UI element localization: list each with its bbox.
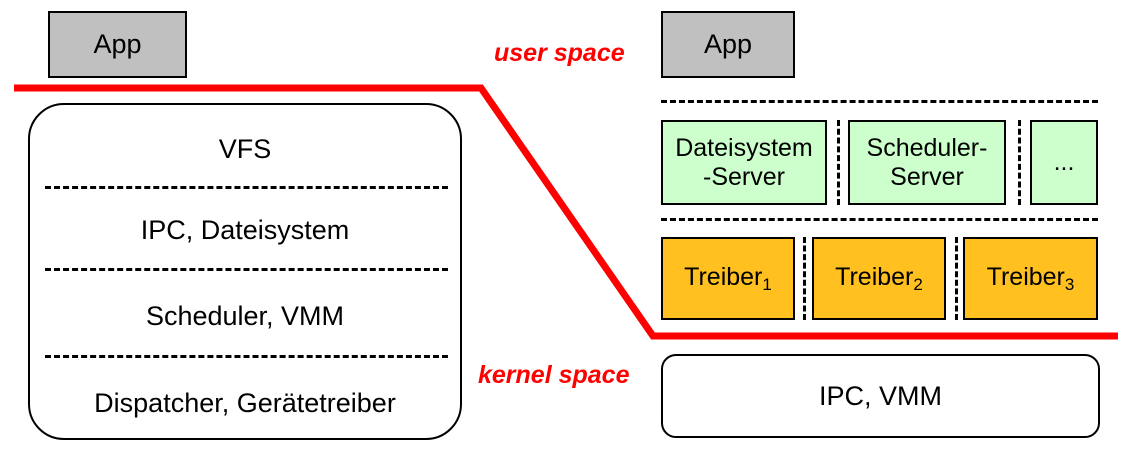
driver-box-1-label: Treiber: [684, 262, 763, 291]
monolithic-layer-ipc-fs: IPC, Dateisystem: [28, 212, 462, 248]
monolithic-app-label: App: [93, 29, 142, 60]
server-box-ellipsis-label: ...: [1053, 148, 1075, 177]
server-separator-2: [1018, 120, 1021, 205]
monolithic-app-box: App: [48, 11, 187, 78]
server-box-dateisystem-line1: Dateisystem: [675, 134, 813, 162]
server-box-ellipsis: ...: [1030, 120, 1098, 205]
driver-box-1: Treiber1: [661, 237, 795, 320]
driver-separator-1: [803, 237, 806, 320]
server-box-scheduler: Scheduler- Server: [848, 120, 1006, 205]
server-separator-1: [837, 120, 840, 205]
microkernel-core-label: IPC, VMM: [818, 380, 942, 411]
monolithic-layer-vfs: VFS: [28, 131, 462, 167]
server-box-scheduler-line2: Server: [890, 162, 964, 191]
microkernel-server-band-bottom-divider: [661, 218, 1098, 221]
microkernel-app-box: App: [661, 11, 795, 78]
server-box-dateisystem: Dateisystem -Server: [661, 120, 827, 205]
monolithic-layer-dispatcher-drivers: Dispatcher, Gerätetreiber: [28, 385, 462, 421]
driver-box-3-index: 3: [1064, 274, 1075, 294]
monolithic-layer-vfs-label: VFS: [218, 133, 272, 164]
monolithic-layer-scheduler-vmm-label: Scheduler, VMM: [145, 300, 345, 331]
monolithic-layer-scheduler-vmm: Scheduler, VMM: [28, 298, 462, 334]
monolithic-divider-1: [45, 186, 448, 189]
microkernel-app-label: App: [703, 29, 753, 60]
driver-box-3-label: Treiber: [986, 262, 1065, 291]
microkernel-core-box: [661, 354, 1100, 438]
kernel-space-label: kernel space: [478, 361, 630, 389]
monolithic-layer-ipc-fs-label: IPC, Dateisystem: [140, 214, 350, 245]
microkernel-server-band-top-divider: [661, 100, 1098, 103]
driver-box-2: Treiber2: [812, 237, 946, 320]
driver-box-3: Treiber3: [963, 237, 1098, 320]
driver-separator-2: [955, 237, 958, 320]
monolithic-divider-3: [45, 355, 448, 358]
server-box-dateisystem-line2: -Server: [703, 162, 785, 191]
monolithic-divider-2: [45, 268, 448, 271]
server-box-scheduler-line1: Scheduler-: [866, 134, 988, 162]
driver-box-1-index: 1: [762, 274, 772, 294]
user-space-label: user space: [494, 39, 625, 67]
driver-box-2-index: 2: [913, 274, 923, 294]
monolithic-layer-dispatcher-drivers-label: Dispatcher, Gerätetreiber: [94, 387, 396, 418]
microkernel-core-label-wrap: IPC, VMM: [661, 354, 1100, 438]
driver-box-2-label: Treiber: [835, 262, 914, 291]
